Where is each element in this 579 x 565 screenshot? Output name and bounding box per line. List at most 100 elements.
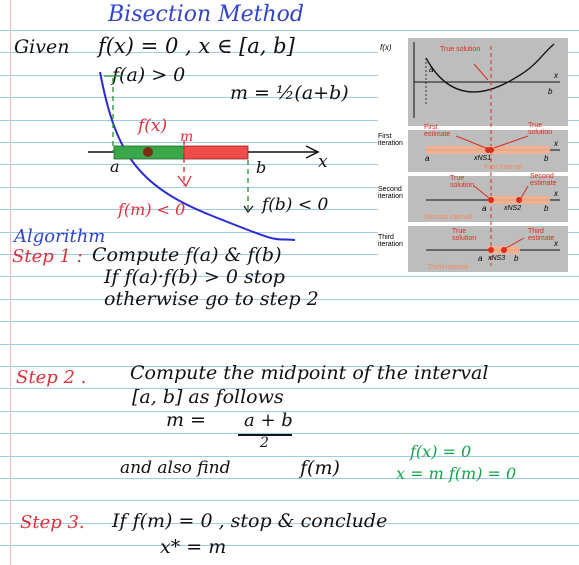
ruled-line [0,232,579,233]
second-true-pointer [473,185,490,199]
ruled-line [0,30,579,31]
fig-second-b-label: b [544,204,549,213]
page-title: Bisection Method [108,2,305,27]
ruled-line [0,187,579,188]
ruled-line [0,388,579,389]
ruled-line [0,299,579,300]
algorithm-heading: Algorithm [14,226,106,247]
third-estimate-pointer [505,237,525,249]
fig-third-interval-label: Third interval [428,264,469,271]
ruled-line [0,366,579,367]
fig-top-b-label: b [548,87,553,96]
ruled-line [0,523,579,524]
green-note-line2: x = m f(m) = 0 [396,464,517,483]
step3-line1: If f(m) = 0 , stop & conclude [112,510,388,532]
midpoint-m-label: m [180,129,194,145]
fig-third-true-label: True solution [452,228,477,242]
fig-second-true-label: True solution [450,175,475,189]
fig-third-iteration-label: Third iteration [378,234,403,248]
fig-top-a-label: a [429,65,434,74]
fm-negative-note: f(m) < 0 [118,200,186,219]
bisection-figure: f(x) True solution a x b First iteration… [378,38,568,274]
step1-line3: otherwise go to step 2 [104,288,319,310]
green-note-line1: f(x) = 0 [410,442,472,461]
ruled-line [0,75,579,76]
fig-true-solution-label: True solution [440,46,481,53]
fx-curve-label: f(x) [138,116,168,136]
interval-m-to-b [183,145,249,160]
fig-second-x-label: x [554,189,558,198]
second-root-dot [488,197,494,203]
ruled-line [0,254,579,255]
x-axis-label: x [318,152,328,172]
ruled-line [0,321,579,322]
first-estimate-dot [485,147,491,153]
true-solution-pointer [473,63,489,81]
third-root-dot [488,247,494,253]
fa-positive-note: f(a) > 0 [112,64,186,86]
fig-first-interval-label: First interval [484,164,523,171]
function-curve [99,71,296,241]
ruled-line [0,97,579,98]
given-expression: f(x) = 0 , x ∈ [a, b] [98,34,295,58]
x-axis-arrow [305,145,320,159]
step2-fm: f(m) [300,457,340,479]
bisection-sketch [88,71,320,241]
fb-negative-note: f(b) < 0 [262,195,329,215]
figure-graphics [408,38,568,272]
step2-line2: [a, b] as follows [132,386,284,408]
root-dot [143,147,153,157]
fig-second-a-label: a [482,204,487,213]
step1-line2: If f(a)·f(b) > 0 stop [104,266,285,288]
fig-first-x-label: x [554,139,558,148]
step2-label: Step 2 . [16,367,87,388]
third-estimate-dot [501,247,507,253]
ruled-line [0,120,579,121]
fig-fx-axis-label: f(x) [380,43,392,52]
step2-line3: and also find [120,458,231,478]
fig-xns1-label: xNS1 [474,155,492,162]
ruled-line [0,52,579,53]
fig-first-a-label: a [425,154,430,163]
fig-first-iteration-label: First iteration [378,133,403,147]
fig-first-estimate-label: First estimate [424,124,451,138]
step2-line1: Compute the midpoint of the interval [130,362,489,384]
step3-label: Step 3. [20,512,85,533]
point-a-label: a [110,157,120,176]
first-estimate-pointer [455,135,487,149]
step3-line2: x* = m [160,536,227,558]
fig-third-a-label: a [478,254,483,263]
ruled-line [0,500,579,501]
second-estimate-pointer [520,185,529,199]
step1-line1: Compute f(a) & f(b) [92,244,282,266]
fig-xns2-label: xNS2 [504,205,522,212]
fig-second-estimate-label: Second estimate [530,173,557,187]
fig-top-x-label: x [554,71,558,80]
ruled-line [0,344,579,345]
step1-label: Step 1 : [12,246,83,267]
midpoint-formula-note: m = ½(a+b) [230,82,349,104]
ruled-line [0,456,579,457]
point-b-label: b [256,158,267,177]
first-true-pointer [493,135,529,149]
ruled-line [0,276,579,277]
fig-third-estimate-label: Third estimate [528,228,555,242]
top-curve [425,43,555,93]
ruled-line [0,545,579,546]
fig-second-iteration-label: Second iteration [378,186,403,200]
step2-numerator: a + b [244,410,293,431]
fig-third-b-label: b [514,254,519,263]
ruled-line [0,478,579,479]
ruled-line [0,209,579,210]
fig-first-b-label: b [544,154,549,163]
ruled-line [0,433,579,434]
arrow-mark-b [243,205,254,214]
arrow-mark-m [177,175,192,188]
step2-denominator: 2 [260,435,269,451]
fig-first-true-label: True solution [528,122,553,136]
fig-xns3-label: xNS3 [488,255,506,262]
ruled-line [0,411,579,412]
fraction-bar [238,434,292,436]
ruled-line [0,142,579,143]
